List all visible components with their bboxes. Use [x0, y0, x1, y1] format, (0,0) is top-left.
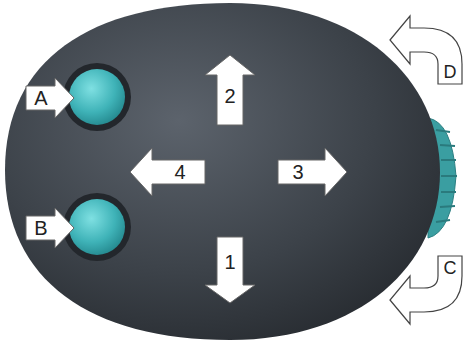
arrow-left	[130, 148, 205, 196]
callout-label: D	[444, 63, 457, 81]
callout-label: 4	[174, 162, 185, 182]
arrow-up	[205, 55, 255, 125]
callout-label: 3	[292, 162, 303, 182]
callout-label: 1	[224, 252, 235, 272]
arrow-right	[278, 148, 347, 196]
callout-label: C	[444, 259, 457, 277]
rotate-arrow	[390, 16, 462, 84]
callout-label: A	[34, 88, 47, 108]
rotate-arrow	[390, 256, 462, 324]
device-body	[5, 3, 440, 340]
callout-label: 2	[224, 86, 235, 106]
pointer-arrow	[26, 78, 74, 118]
callout-label: B	[34, 218, 47, 238]
arrow-down	[205, 237, 255, 303]
button	[69, 69, 125, 125]
button	[69, 199, 125, 255]
pointer-arrow	[26, 208, 74, 248]
